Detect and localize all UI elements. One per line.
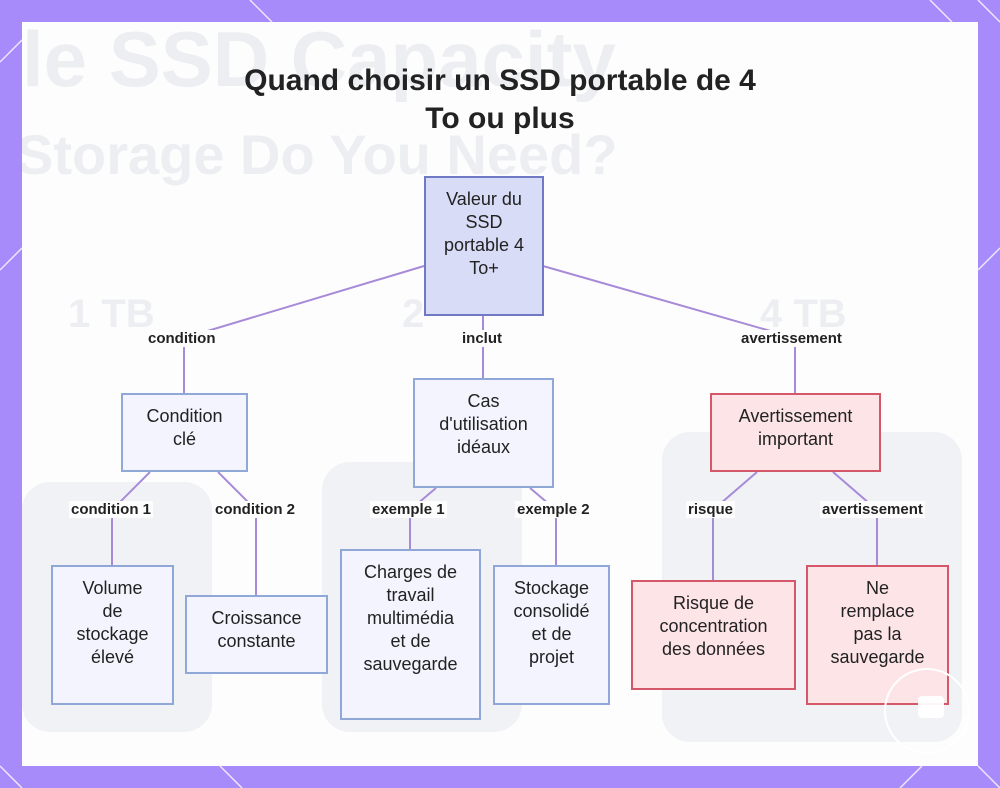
node-text: Croissance: [211, 608, 302, 628]
edge-warning-backup: [832, 471, 878, 565]
edge-warning-risk: [712, 471, 758, 580]
node-text: élevé: [90, 647, 134, 667]
node-text: portable 4: [443, 235, 525, 255]
node-text: des données: [661, 639, 766, 659]
node-text: clé: [172, 429, 196, 449]
edge-label-inclut: inclut: [460, 330, 504, 347]
diagram-title: Quand choisir un SSD portable de 4 To ou…: [0, 62, 1000, 138]
node-text: et de: [531, 624, 572, 644]
node-ssd-value: Valeur du SSD portable 4 To+: [424, 176, 544, 316]
node-text: sauvegarde: [363, 654, 458, 674]
node-text: Condition: [146, 406, 223, 426]
node-text: d'utilisation: [439, 414, 528, 434]
node-text: concentration: [659, 616, 768, 636]
node-text: idéaux: [456, 437, 511, 457]
node-text: consolidé: [513, 601, 590, 621]
edge-label-avertissement: avertissement: [739, 330, 844, 347]
edge-label-risque: risque: [686, 501, 736, 518]
node-text: et de: [390, 631, 431, 651]
background-heading: le SSD Capacity: [22, 22, 616, 103]
node-text: Charges de: [363, 562, 458, 582]
watermark-icon: [918, 696, 944, 718]
node-text: Stockage: [513, 578, 590, 598]
background-size-1tb: 1 TB: [68, 292, 155, 336]
node-text: Risque de: [672, 593, 755, 613]
watermark-badge: [884, 668, 970, 754]
background-subheading: Storage Do You Need?: [22, 123, 618, 186]
edge-usage-storage: [529, 487, 557, 565]
node-multimedia-workloads: Charges de travail multimédia et de sauv…: [340, 549, 481, 720]
node-key-condition: Condition clé: [121, 393, 248, 472]
node-text: Cas: [467, 391, 500, 411]
edge-label-condition-1: condition 1: [69, 501, 153, 518]
background-size-4tb: 4 TB: [760, 292, 847, 336]
node-text: stockage: [76, 624, 149, 644]
node-high-volume: Volume de stockage élevé: [51, 565, 174, 705]
node-text: pas la: [853, 624, 902, 644]
node-use-cases: Cas d'utilisation idéaux: [413, 378, 554, 488]
node-text: important: [757, 429, 834, 449]
node-text: travail: [386, 585, 435, 605]
background-size-2tb: 2: [402, 292, 425, 336]
edge-root-condition: [183, 265, 425, 393]
edge-label-exemple-2: exemple 2: [515, 501, 592, 518]
edge-label-exemple-1: exemple 1: [370, 501, 447, 518]
edge-label-condition-2: condition 2: [213, 501, 297, 518]
node-text: Ne: [865, 578, 889, 598]
node-text: remplace: [840, 601, 915, 621]
edge-condition-volume: [111, 471, 151, 565]
node-consolidated-storage: Stockage consolidé et de projet: [493, 565, 610, 705]
edge-condition-growth: [217, 471, 257, 595]
edge-label-condition: condition: [146, 330, 218, 347]
node-text: Avertissement: [738, 406, 853, 426]
node-text: sauvegarde: [830, 647, 925, 667]
node-text: Valeur du: [446, 189, 522, 209]
node-text: Volume: [82, 578, 143, 598]
node-text: To+: [469, 258, 499, 278]
title-line-1: Quand choisir un SSD portable de 4: [244, 64, 756, 97]
title-line-2: To ou plus: [425, 102, 575, 135]
node-constant-growth: Croissance constante: [185, 595, 328, 674]
node-text: constante: [217, 631, 296, 651]
edge-usage-multimedia: [409, 487, 437, 549]
node-text: projet: [528, 647, 575, 667]
node-text: multimédia: [366, 608, 454, 628]
node-text: de: [102, 601, 123, 621]
node-important-warning: Avertissement important: [710, 393, 881, 472]
node-data-concentration-risk: Risque de concentration des données: [631, 580, 796, 690]
edge-label-avertissement-2: avertissement: [820, 501, 925, 518]
node-text: SSD: [465, 212, 503, 232]
